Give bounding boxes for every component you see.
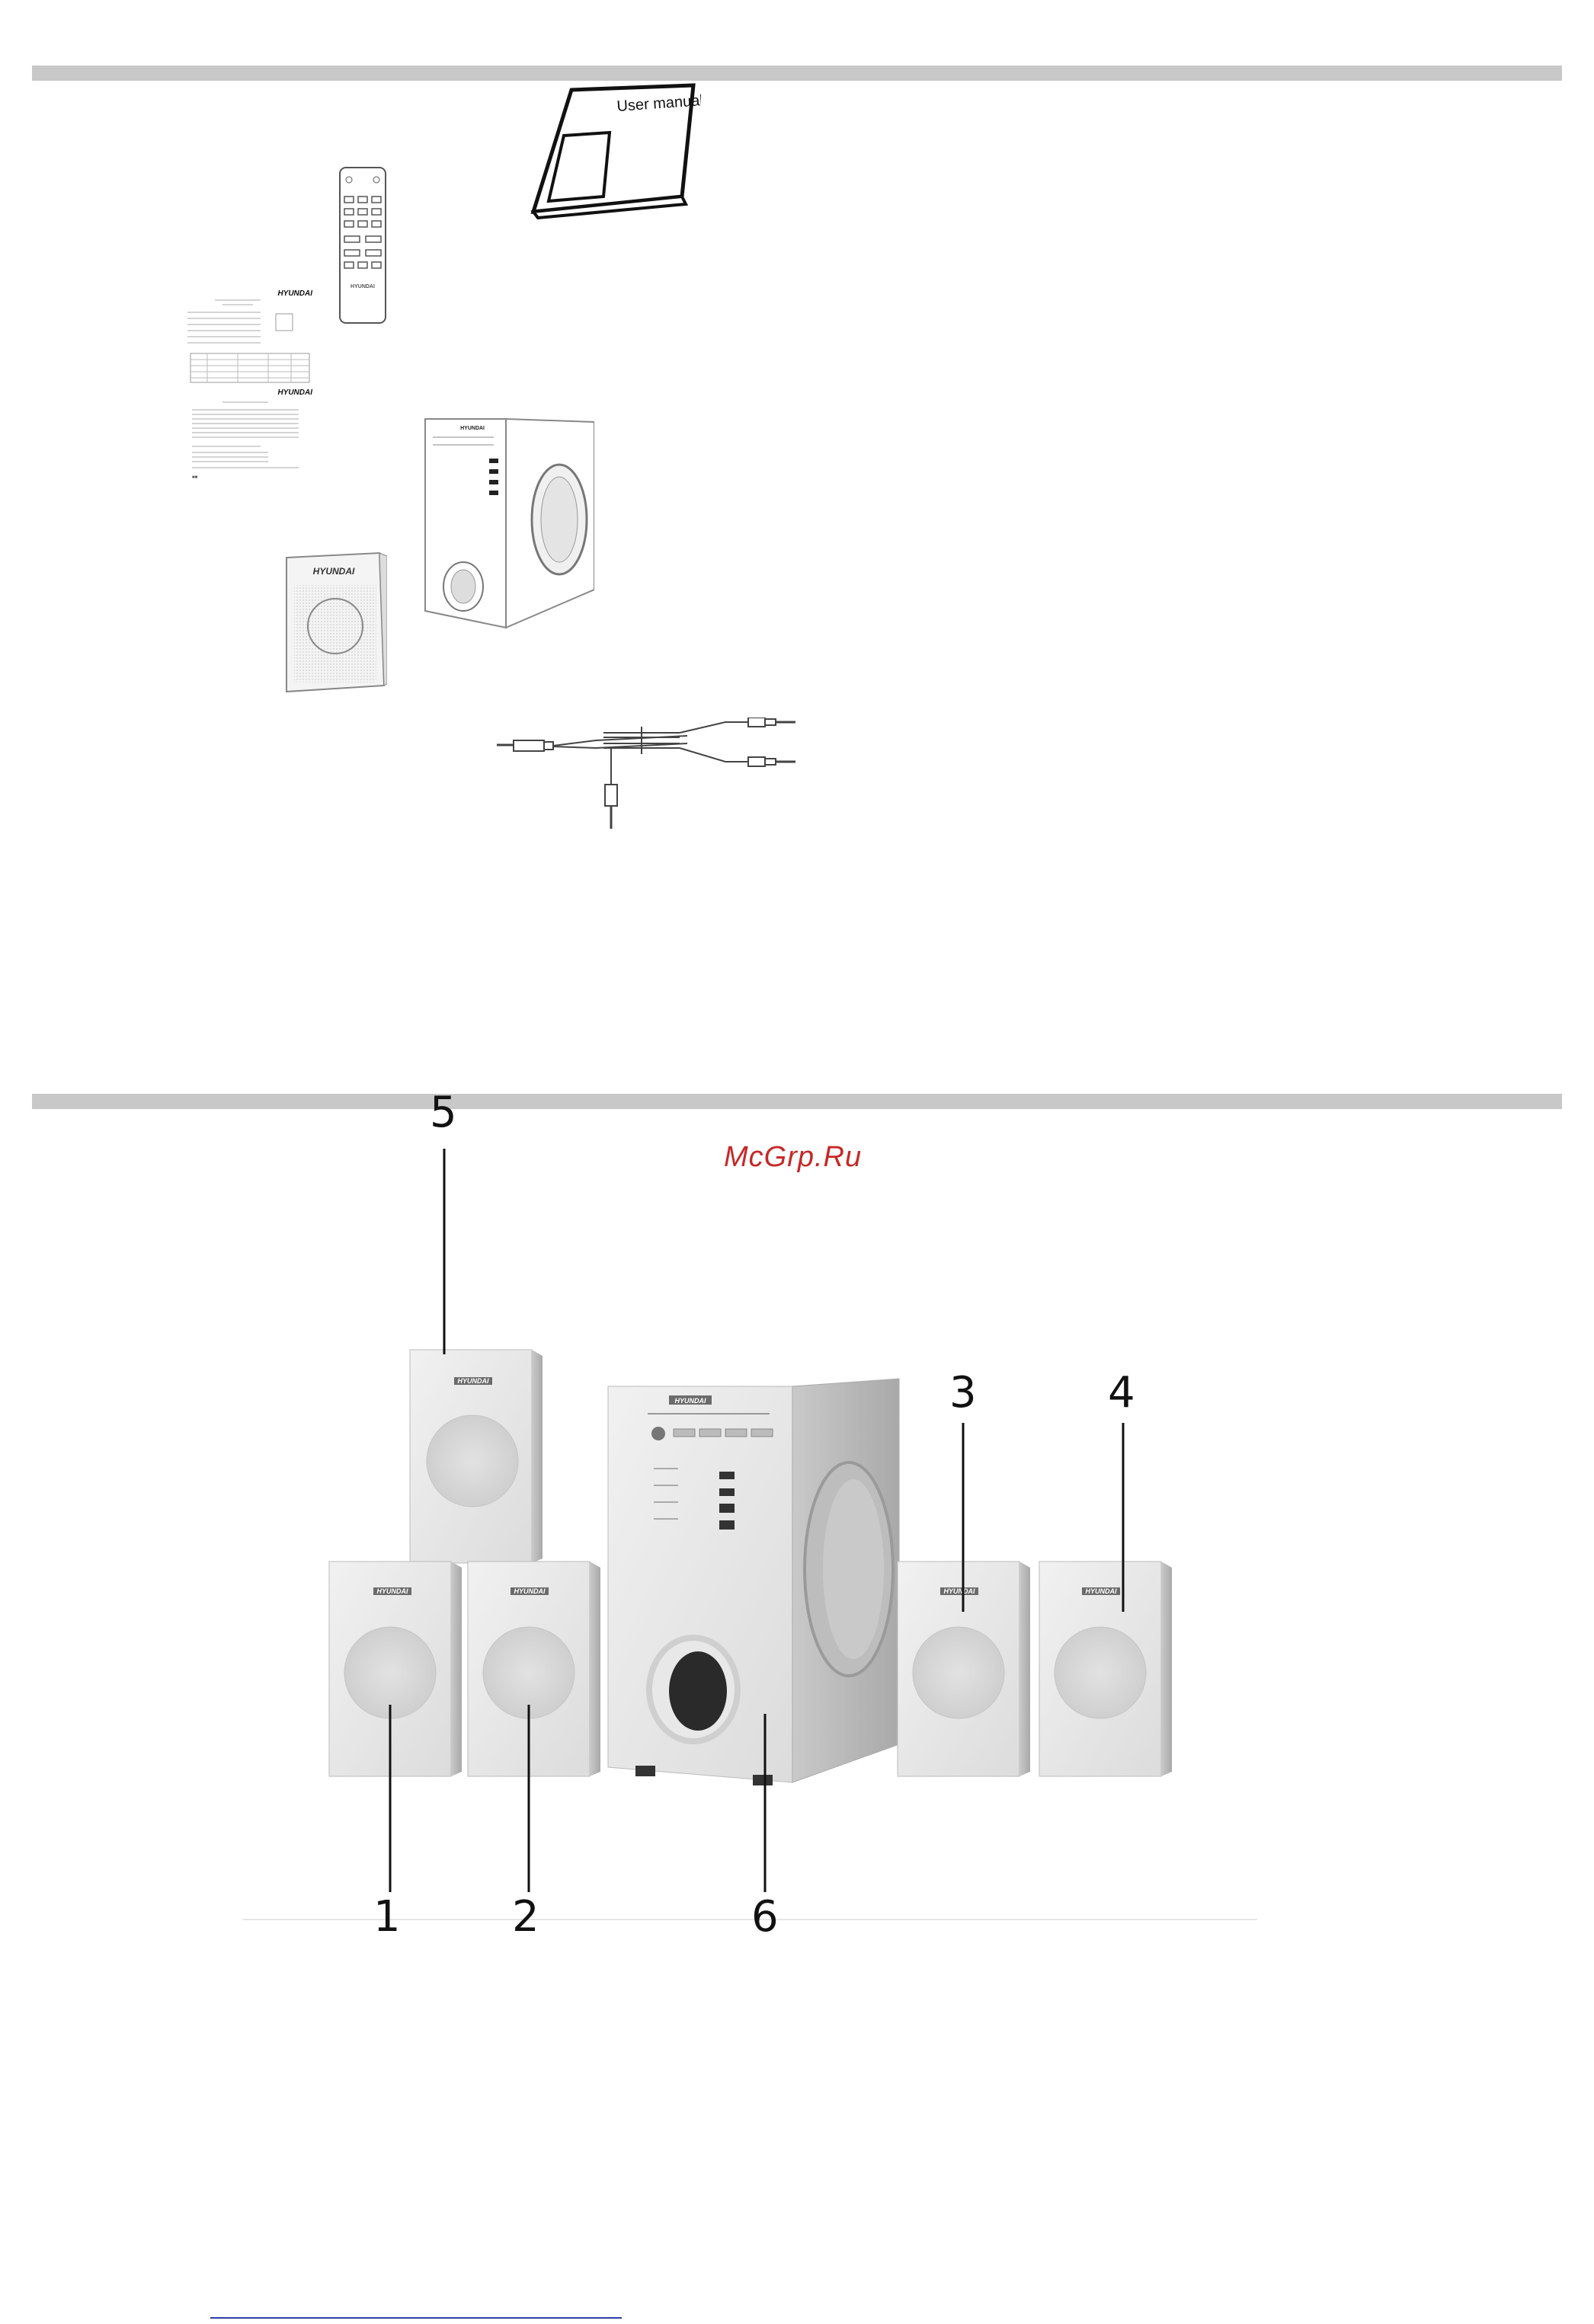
svg-text:HYUNDAI: HYUNDAI: [1085, 1587, 1117, 1595]
section-divider-middle: [32, 1094, 1562, 1109]
remote-control: HYUNDAI: [338, 166, 387, 324]
svg-text:HYUNDAI: HYUNDAI: [943, 1587, 975, 1595]
speaker-1-front-left: HYUNDAI: [329, 1562, 462, 1776]
callout-4: 4: [1108, 1368, 1135, 1418]
speaker-2-front-right: HYUNDAI: [468, 1562, 600, 1776]
callout-5: 5: [430, 1088, 457, 1137]
svg-text:■■: ■■: [192, 475, 198, 480]
warranty-card: HYUNDAI: [184, 288, 314, 385]
speaker-4-rear: HYUNDAI: [1039, 1562, 1172, 1776]
svg-text:HYUNDAI: HYUNDAI: [350, 284, 375, 289]
svg-text:HYUNDAI: HYUNDAI: [376, 1587, 408, 1595]
callout-2: 2: [512, 1892, 539, 1942]
callout-6: 6: [751, 1892, 779, 1942]
svg-text:HYUNDAI: HYUNDAI: [457, 1377, 489, 1385]
callout-1: 1: [373, 1892, 401, 1942]
instructions-sheet: HYUNDAI ■■: [184, 387, 314, 481]
svg-text:HYUNDAI: HYUNDAI: [277, 388, 312, 397]
user-manual-booklet: User manual: [518, 82, 701, 219]
footer-link-underline[interactable]: [210, 2317, 622, 2319]
callout-3: 3: [949, 1368, 977, 1418]
subwoofer-sketch: HYUNDAI: [418, 411, 594, 632]
satellite-speaker-sketch: HYUNDAI: [283, 550, 387, 695]
svg-text:HYUNDAI: HYUNDAI: [674, 1397, 706, 1405]
speaker-5-rear-center: HYUNDAI: [410, 1350, 543, 1563]
audio-cable: [497, 718, 809, 832]
speaker-system-illustration: HYUNDAI HYUNDAI HYUNDAI HYUNDAI: [0, 1109, 1594, 1947]
section-divider-top: [32, 66, 1562, 81]
svg-text:HYUNDAI: HYUNDAI: [313, 566, 355, 577]
svg-text:HYUNDAI: HYUNDAI: [514, 1587, 546, 1595]
subwoofer-6: HYUNDAI: [608, 1379, 899, 1785]
svg-text:HYUNDAI: HYUNDAI: [277, 289, 312, 298]
svg-text:HYUNDAI: HYUNDAI: [460, 426, 485, 431]
